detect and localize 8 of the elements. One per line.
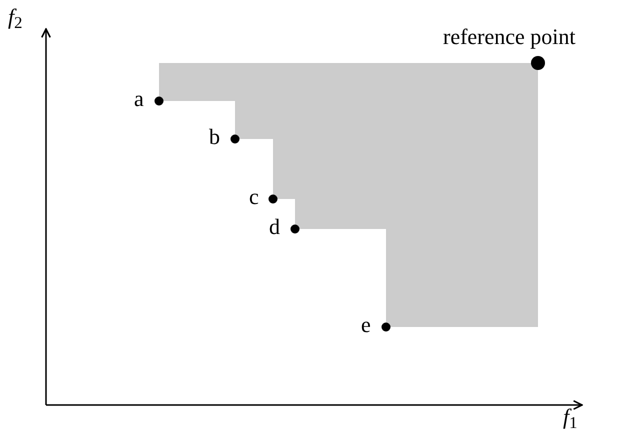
axis-label: f$_{2}$ — [8, 6, 22, 28]
point-label: d — [269, 216, 280, 238]
point-label: b — [209, 126, 220, 148]
point-label: reference point — [443, 26, 576, 48]
point-label: a — [134, 88, 144, 110]
point-label: c — [249, 186, 259, 208]
point-label: e — [361, 314, 371, 336]
axis-label: f$_{1}$ — [563, 406, 578, 428]
